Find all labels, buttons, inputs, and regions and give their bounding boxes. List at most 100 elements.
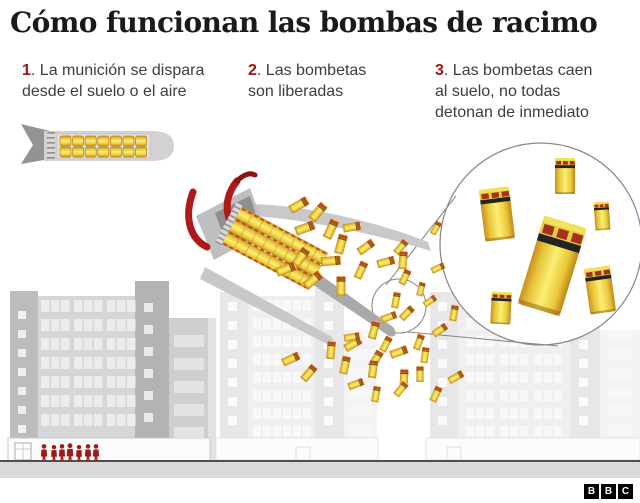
door-icon <box>14 442 32 461</box>
step-note-line: al suelo, no todas <box>435 83 561 100</box>
bomblet-icon <box>275 261 297 277</box>
bomblet-large-icon <box>593 201 611 231</box>
step-note-line: detonan de inmediato <box>435 104 589 121</box>
bomblet-icon <box>393 381 409 398</box>
person-icon <box>92 444 100 461</box>
bomblet-large-icon <box>555 158 575 194</box>
bomblet-icon <box>308 202 328 223</box>
bomblet-large-icon <box>478 186 516 242</box>
missile-tail-fins <box>21 124 50 164</box>
page-title: Cómo funcionan las bombas de racimo <box>10 6 598 39</box>
bomblet-icon <box>326 340 336 360</box>
bomblet-icon <box>380 311 398 324</box>
bomblet-icon <box>416 366 424 382</box>
ribbon-icon <box>234 171 258 184</box>
payload-bomblet-icon <box>97 135 110 147</box>
person-icon <box>76 444 82 461</box>
scattered-bomblets <box>275 196 465 403</box>
bomblet-icon <box>379 335 393 353</box>
payload-bomblet-icon <box>110 146 122 158</box>
person-icon <box>51 444 57 461</box>
payload-bomblet-icon <box>110 135 122 147</box>
bomblet-icon <box>398 305 415 322</box>
bomblet-icon <box>391 291 401 309</box>
bomblet-icon <box>322 218 339 240</box>
payload-bomblet-icon <box>135 146 148 158</box>
step-note-line: 3. Las bombetas caen <box>435 62 593 79</box>
person-icon <box>58 444 66 461</box>
cluster-missile-icon <box>21 124 174 164</box>
bomblet-icon <box>281 351 301 367</box>
payload-bomblet-icon <box>122 135 135 147</box>
ground <box>0 460 640 478</box>
step-number: 3 <box>435 62 444 79</box>
bomblet-icon <box>430 262 446 274</box>
bbc-logo: B B C <box>584 484 633 499</box>
people-group <box>40 443 100 461</box>
bomblet-icon <box>431 322 449 338</box>
payload-bomblet-icon <box>122 146 135 158</box>
bomblet-icon <box>339 355 351 375</box>
callout-line <box>407 331 559 347</box>
bomblet-icon <box>343 332 361 342</box>
step-note-line: 1. La munición se dispara <box>22 62 205 79</box>
bomblet-icon <box>398 250 408 270</box>
bomblet-icon <box>367 359 379 379</box>
step-number: 2 <box>248 62 257 79</box>
bomblet-icon <box>342 221 362 233</box>
payload-bomblet-icon <box>84 135 97 147</box>
person-icon <box>84 444 92 461</box>
bomblet-icon <box>389 345 409 359</box>
bomblet-icon <box>353 260 369 280</box>
bbc-logo-letter: C <box>618 484 633 499</box>
step-3-note: 3. Las bombetas caen al suelo, no todas de… <box>435 60 635 123</box>
missile-burst-icon <box>185 171 431 345</box>
bbc-logo-letter: B <box>601 484 616 499</box>
step-note-line: son liberadas <box>248 83 344 100</box>
bomblet-icon <box>416 281 426 297</box>
bomblet-icon <box>367 320 380 340</box>
bomblet-large-icon <box>583 265 617 315</box>
bbc-logo-letter: B <box>584 484 599 499</box>
payload-bomblet-icon <box>72 146 84 158</box>
bomblet-large-icon <box>517 215 587 317</box>
bomblet-icon <box>334 233 348 255</box>
payload-bomblet-icon <box>135 135 148 147</box>
payload-bomblet-icon <box>97 146 110 158</box>
step-number: 1 <box>22 62 31 79</box>
person-icon <box>66 443 74 461</box>
step-2-note: 2. Las bombetas son liberadas <box>248 60 418 102</box>
payload-bomblet-icon <box>84 146 97 158</box>
bomblet-icon <box>288 196 310 214</box>
magnifier-bomblets <box>478 158 617 325</box>
bomblet-icon <box>320 255 342 267</box>
bomblet-icon <box>393 239 409 256</box>
background-buildings <box>206 288 640 461</box>
left-building <box>7 281 211 462</box>
bomblet-icon <box>447 370 465 385</box>
bomblet-icon <box>376 256 396 269</box>
bomblet-icon <box>336 276 346 296</box>
payload-bomblet-icon <box>59 135 72 147</box>
casing-fragment-upper <box>250 204 431 251</box>
payload-bomblet-icon <box>59 146 72 158</box>
bomblet-icon <box>422 294 438 308</box>
ribbon-icon <box>185 188 211 251</box>
background-building-center <box>215 288 379 461</box>
step-note-line: 2. Las bombetas <box>248 62 367 79</box>
bomblet-icon <box>412 333 425 351</box>
bomblet-large-icon <box>490 291 512 325</box>
bomblet-icon <box>356 239 376 256</box>
bomblet-icon <box>347 378 365 391</box>
bomblet-icon <box>420 346 430 364</box>
bomblet-icon <box>302 270 323 290</box>
bomblet-icon <box>429 385 443 403</box>
bomblet-icon <box>449 304 459 322</box>
casing-fragment-lower-left <box>200 267 334 345</box>
bomblet-icon <box>371 385 381 403</box>
bomblet-icon <box>398 268 412 286</box>
bomblet-icon <box>300 364 318 383</box>
